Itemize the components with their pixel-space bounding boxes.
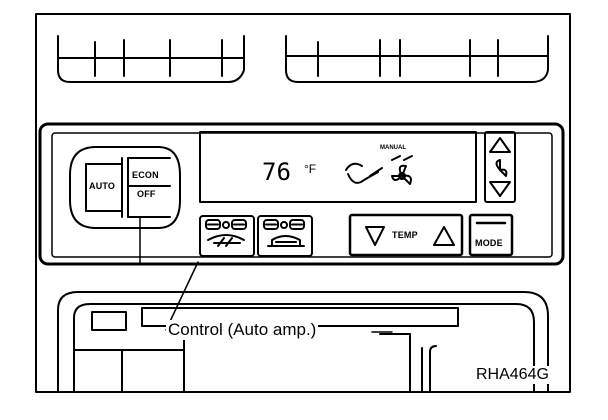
- right-air-vent: [285, 35, 549, 83]
- mode-button-label: MODE: [475, 238, 503, 248]
- temp-button-label: TEMP: [392, 230, 418, 240]
- display-manual-indicator: MANUAL: [380, 145, 406, 151]
- airflow-mode-icon: [345, 162, 383, 184]
- front-defrost-button: [199, 215, 255, 257]
- front-defrost-icon: [207, 234, 245, 247]
- display-temperature-unit: °F: [304, 162, 317, 176]
- rear-defrost-button: [257, 215, 313, 257]
- callout-leader-lines: [139, 217, 393, 333]
- callout-label: Control (Auto amp.): [166, 320, 319, 340]
- rear-defrost-indicator-icon: [263, 219, 305, 230]
- temp-button: [348, 213, 464, 257]
- left-air-vent: [57, 35, 245, 83]
- lcd-display: [199, 131, 477, 203]
- fan-speed-button-group: [484, 131, 516, 203]
- fan-speed-icon: [391, 155, 413, 185]
- off-button-label: OFF: [137, 189, 156, 199]
- fan-up-arrow-icon: [489, 137, 511, 153]
- rear-defrost-icon: [267, 235, 305, 247]
- temp-up-arrow-icon: [433, 226, 455, 246]
- econ-button-label: ECON: [132, 170, 159, 180]
- control-panel-housing: [38, 122, 565, 266]
- figure-code: RHA464G: [474, 366, 551, 384]
- front-defrost-indicator-icon: [205, 219, 247, 230]
- auto-button-label: AUTO: [89, 181, 116, 191]
- fan-icon: [495, 159, 508, 177]
- figure-border: [35, 13, 571, 393]
- fan-down-arrow-icon: [489, 181, 511, 197]
- auto-econ-button-cluster: [69, 146, 181, 229]
- mode-button: [468, 213, 514, 257]
- temp-down-arrow-icon: [365, 226, 385, 246]
- display-temperature: 76: [262, 158, 291, 186]
